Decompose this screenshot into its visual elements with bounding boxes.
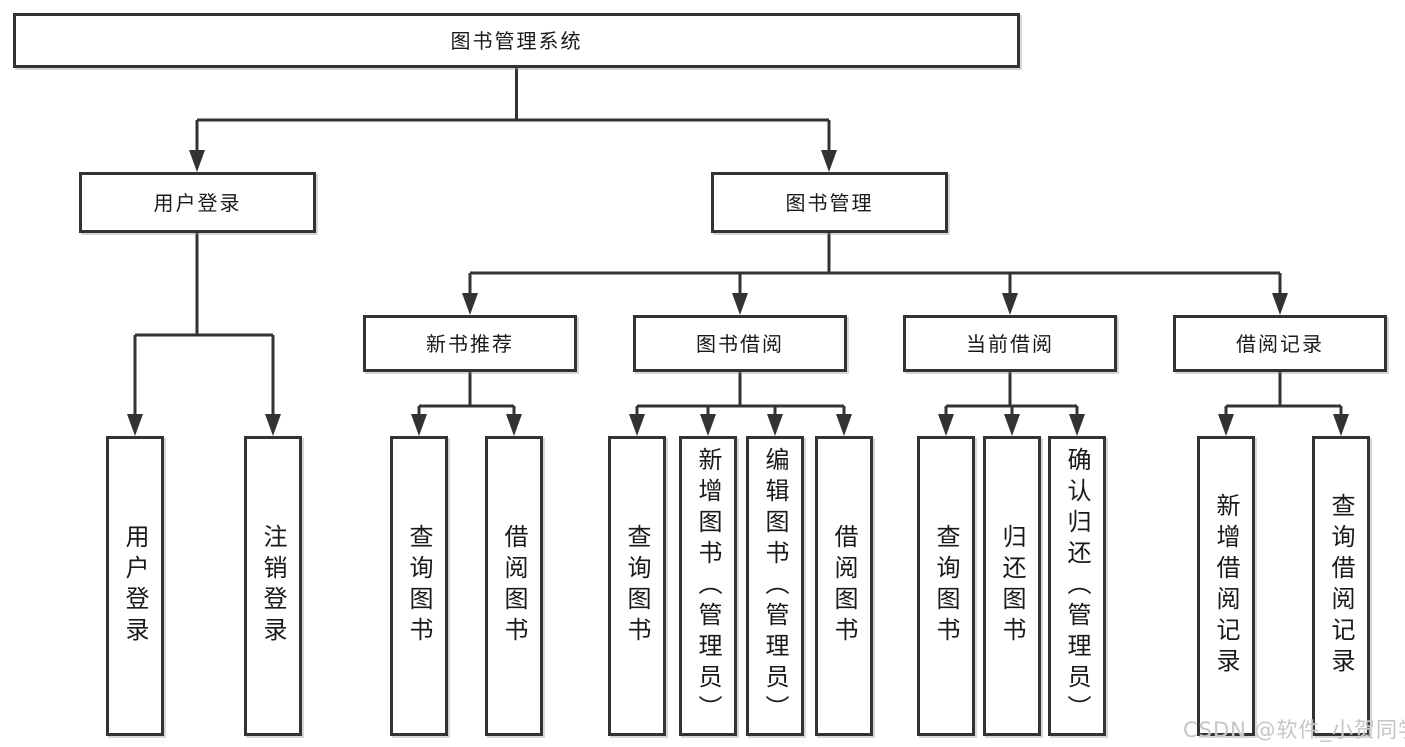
node-book-borrowing: 图书借阅 (633, 315, 847, 372)
node-book-management: 图书管理 (711, 172, 948, 233)
leaf-edit-books-admin: 编辑图书（管理员） (746, 436, 804, 736)
node-book-management-label: 图书管理 (785, 190, 874, 215)
leaf-query-books-current-label: 查询图书 (932, 524, 960, 648)
node-user-login-label: 用户登录 (153, 190, 242, 215)
leaf-query-books-recommend: 查询图书 (390, 436, 448, 736)
leaf-return-books-label: 归还图书 (998, 524, 1026, 648)
leaf-user-login-label: 用户登录 (121, 524, 149, 648)
node-borrow-records: 借阅记录 (1173, 315, 1387, 372)
node-root: 图书管理系统 (13, 13, 1020, 68)
connector-paths (133, 68, 1343, 416)
leaf-logout-login: 注销登录 (244, 436, 302, 736)
leaf-borrow-books-label: 借阅图书 (830, 524, 858, 648)
leaf-query-books-current: 查询图书 (917, 436, 975, 736)
leaf-query-borrow-record-label: 查询借阅记录 (1327, 493, 1355, 679)
arrowheads (127, 150, 1349, 436)
leaf-query-books-borrowing-label: 查询图书 (623, 524, 651, 648)
leaf-query-books-recommend-label: 查询图书 (405, 524, 433, 648)
node-user-login: 用户登录 (79, 172, 316, 233)
node-book-borrowing-label: 图书借阅 (696, 331, 784, 356)
leaf-return-books: 归还图书 (983, 436, 1041, 736)
leaf-add-books-admin-label: 新增图书（管理员） (694, 446, 722, 726)
node-root-label: 图书管理系统 (450, 28, 583, 53)
leaf-borrow-books: 借阅图书 (815, 436, 873, 736)
leaf-borrow-books-recommend: 借阅图书 (485, 436, 543, 736)
leaf-borrow-books-recommend-label: 借阅图书 (500, 524, 528, 648)
leaf-add-borrow-record-label: 新增借阅记录 (1212, 493, 1240, 679)
leaf-query-borrow-record: 查询借阅记录 (1312, 436, 1370, 736)
node-new-book-recommend: 新书推荐 (363, 315, 577, 372)
node-new-book-recommend-label: 新书推荐 (426, 331, 514, 356)
node-current-borrowing-label: 当前借阅 (966, 331, 1054, 356)
node-borrow-records-label: 借阅记录 (1236, 331, 1324, 356)
leaf-add-borrow-record: 新增借阅记录 (1197, 436, 1255, 736)
csdn-watermark: CSDN @软件_小贺同学 (1183, 718, 1405, 742)
node-current-borrowing: 当前借阅 (903, 315, 1117, 372)
leaf-query-books-borrowing: 查询图书 (608, 436, 666, 736)
leaf-edit-books-admin-label: 编辑图书（管理员） (761, 446, 789, 726)
leaf-confirm-return-admin-label: 确认归还（管理员） (1063, 446, 1091, 726)
leaf-user-login: 用户登录 (106, 436, 164, 736)
leaf-add-books-admin: 新增图书（管理员） (679, 436, 737, 736)
leaf-confirm-return-admin: 确认归还（管理员） (1048, 436, 1106, 736)
leaf-logout-login-label: 注销登录 (259, 524, 287, 648)
